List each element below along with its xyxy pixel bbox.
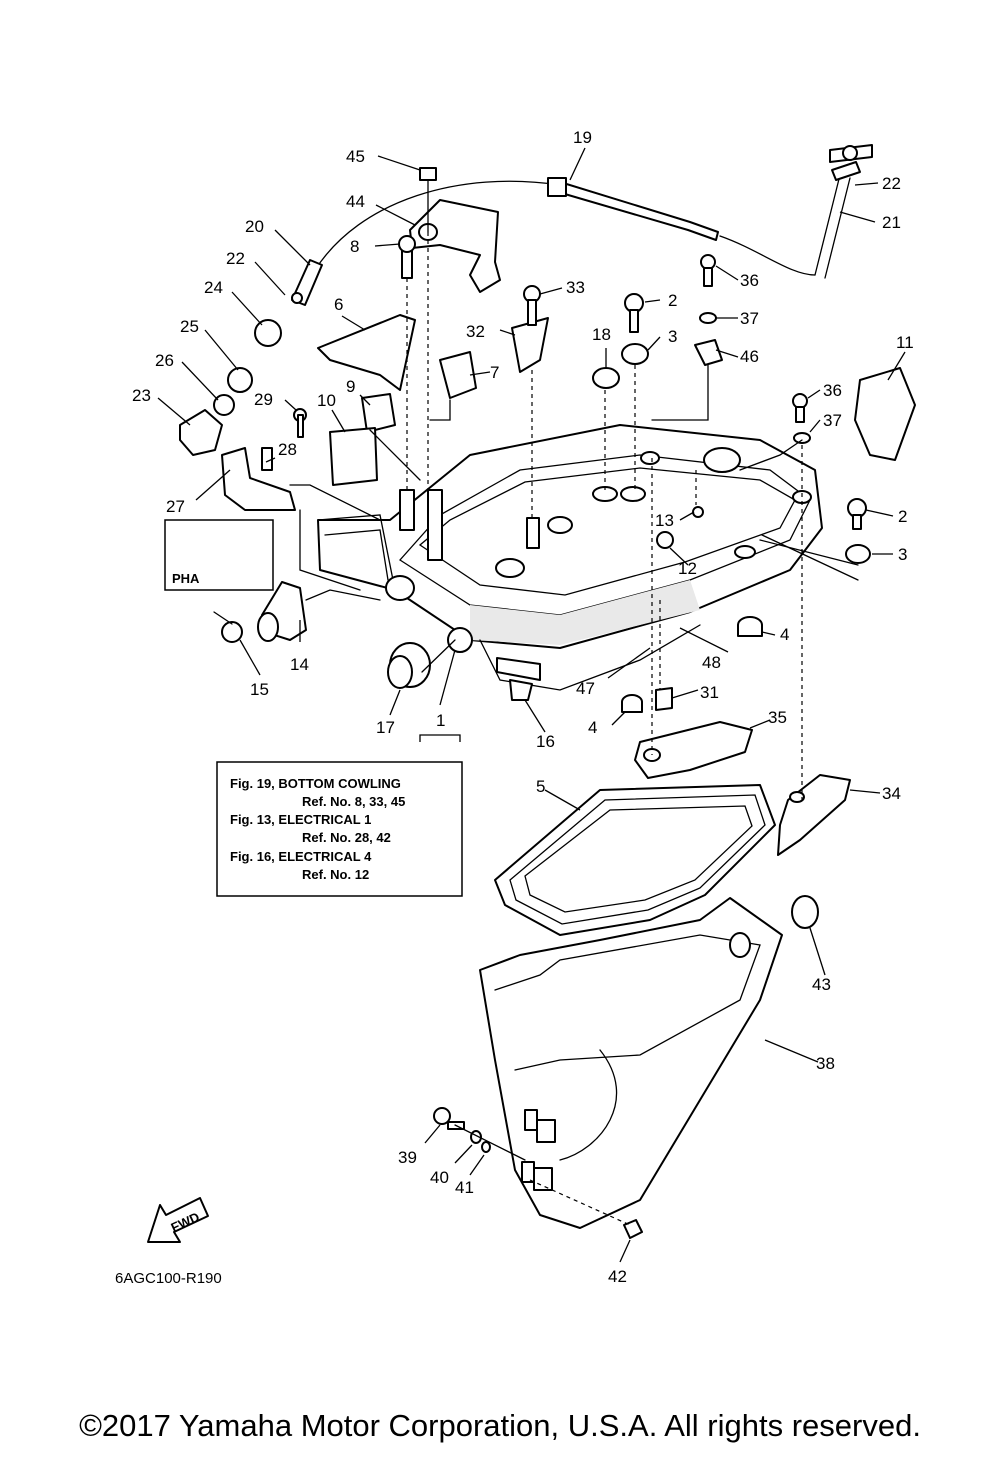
callout-3-right: 3	[898, 545, 907, 564]
callout-45: 45	[346, 147, 365, 166]
callout-41: 41	[455, 1178, 474, 1197]
callout-17: 17	[376, 718, 395, 737]
callout-37-right: 37	[823, 411, 842, 430]
reference-note-box: Fig. 19, BOTTOM COWLING Ref. No. 8, 33, …	[216, 761, 463, 897]
callout-21: 21	[882, 213, 901, 232]
callout-12: 12	[678, 559, 697, 578]
callout-22-top: 22	[882, 174, 901, 193]
fasteners-39-42	[433, 1107, 643, 1239]
bottom-cowling-tray	[317, 424, 823, 691]
ref-line-3: Fig. 13, ELECTRICAL 1	[230, 812, 371, 827]
callout-48: 48	[702, 653, 721, 672]
callout-34: 34	[882, 784, 901, 803]
callout-19: 19	[573, 128, 592, 147]
shift-cable	[314, 144, 873, 279]
callout-36-top: 36	[740, 271, 759, 290]
diagram-code: 6AGC100-R190	[115, 1270, 222, 1287]
callout-20: 20	[245, 217, 264, 236]
callout-1: 1	[436, 711, 445, 730]
bracket-44	[409, 167, 501, 293]
seal-gasket	[494, 784, 776, 936]
callout-18: 18	[592, 325, 611, 344]
callout-28: 28	[278, 440, 297, 459]
callout-22-left: 22	[226, 249, 245, 268]
callout-26: 26	[155, 351, 174, 370]
ref-line-1: Fig. 19, BOTTOM COWLING	[230, 776, 401, 791]
callout-4-left: 4	[588, 718, 597, 737]
callout-44: 44	[346, 192, 365, 211]
callout-46: 46	[740, 347, 759, 366]
callout-43: 43	[812, 975, 831, 994]
ref-line-2: Ref. No. 8, 33, 45	[302, 794, 405, 809]
callout-numbers: 45 44 19 22 21 20 22 24 25 26 23 8 6 33 …	[132, 128, 914, 1286]
callout-2-top: 2	[668, 291, 677, 310]
alignment-lines	[289, 232, 859, 1226]
side-brackets	[634, 721, 851, 856]
callout-39: 39	[398, 1148, 417, 1167]
callout-29: 29	[254, 390, 273, 409]
callout-36-right: 36	[823, 381, 842, 400]
ref-line-4: Ref. No. 28, 42	[302, 830, 391, 845]
right-parts	[592, 254, 916, 713]
callout-42: 42	[608, 1267, 627, 1286]
callout-6: 6	[334, 295, 343, 314]
callout-14: 14	[290, 655, 309, 674]
callout-38: 38	[816, 1054, 835, 1073]
ref-line-5: Fig. 16, ELECTRICAL 4	[230, 849, 372, 864]
callout-11: 11	[896, 333, 914, 352]
callout-35: 35	[768, 708, 787, 727]
fwd-arrow-icon: FWD	[147, 1197, 209, 1243]
lower-left-parts	[213, 581, 541, 701]
grommet-43	[791, 895, 819, 929]
callout-47: 47	[576, 679, 595, 698]
callout-31: 31	[700, 683, 719, 702]
copyright-notice: ©2017 Yamaha Motor Corporation, U.S.A. A…	[79, 1408, 921, 1443]
callout-10: 10	[317, 391, 336, 410]
callout-13: 13	[655, 511, 674, 530]
callout-5: 5	[536, 777, 545, 796]
callout-8: 8	[350, 237, 359, 256]
pha-label: PHA	[172, 571, 200, 586]
callout-9: 9	[346, 377, 355, 396]
callout-24: 24	[204, 278, 223, 297]
callout-37-top: 37	[740, 309, 759, 328]
callout-33: 33	[566, 278, 585, 297]
callout-23: 23	[132, 386, 151, 405]
pha-inset: PHA	[164, 519, 274, 591]
callout-7: 7	[490, 363, 499, 382]
callout-3-top: 3	[668, 327, 677, 346]
callout-25: 25	[180, 317, 199, 336]
leader-lines	[157, 147, 906, 1263]
callout-2-right: 2	[898, 507, 907, 526]
callout-15: 15	[250, 680, 269, 699]
callout-40: 40	[430, 1168, 449, 1187]
callout-32: 32	[466, 322, 485, 341]
ref-line-6: Ref. No. 12	[302, 867, 369, 882]
left-parts	[179, 259, 323, 569]
callout-4-right: 4	[780, 625, 789, 644]
lower-cover	[479, 897, 783, 1229]
callout-16: 16	[536, 732, 555, 751]
callout-27: 27	[166, 497, 185, 516]
